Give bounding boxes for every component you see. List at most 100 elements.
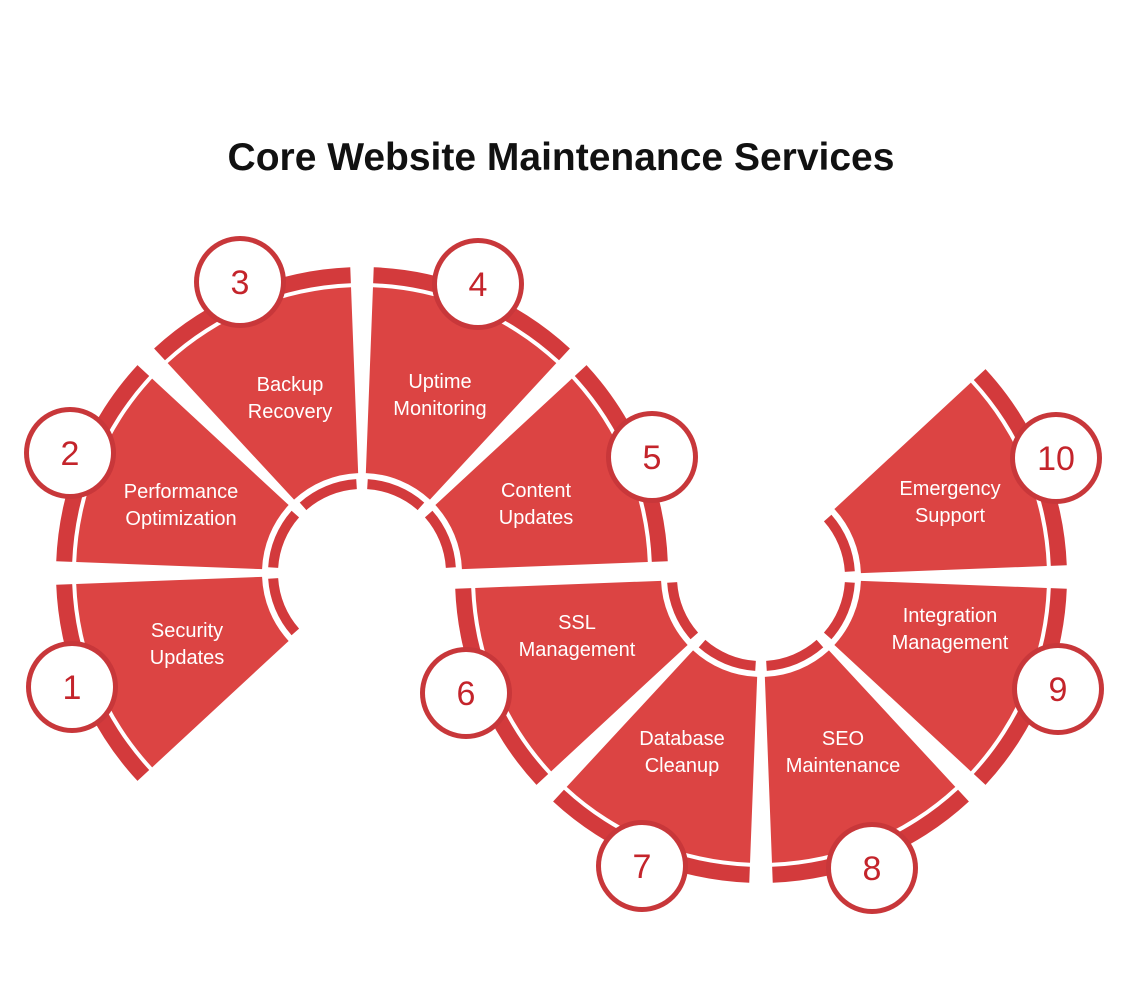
segment-label-line: Database	[639, 728, 725, 750]
badge-disc	[1015, 417, 1097, 499]
segment-label-line: Uptime	[408, 371, 471, 393]
segment-wedge-8	[764, 650, 956, 863]
segment-rim-1	[56, 584, 150, 781]
badge-number: 4	[469, 266, 488, 304]
segment-label-line: Management	[892, 632, 1009, 654]
segment-label-line: Cleanup	[645, 755, 720, 777]
number-badge-9: 9	[1012, 643, 1104, 735]
segment-rim-8	[772, 789, 969, 883]
number-badge-1: 1	[26, 641, 118, 733]
segment-label-8: SEO Maintenance	[786, 728, 901, 777]
segment-label-line: Content	[501, 480, 571, 502]
segment-label-line: Recovery	[248, 401, 332, 423]
segment-rim-7	[553, 789, 750, 883]
segment-rim-3	[154, 267, 351, 361]
segment-label-line: Monitoring	[393, 398, 486, 420]
segment-label-line: Optimization	[125, 508, 236, 530]
segment-4	[365, 267, 570, 511]
number-badge-5: 5	[606, 411, 698, 503]
segment-rim-2	[56, 365, 150, 562]
badge-number: 1	[63, 669, 82, 707]
segment-rim-4	[373, 267, 570, 361]
number-badge-4: 4	[432, 238, 524, 330]
segment-label-line: Integration	[903, 605, 998, 627]
badge-number: 10	[1037, 440, 1075, 478]
segment-inner-rim-5	[424, 510, 456, 568]
segment-6	[455, 580, 699, 785]
segment-wedge-5	[435, 378, 648, 570]
segment-inner-rim-1	[268, 578, 300, 636]
badge-disc	[601, 825, 683, 907]
badge-number: 2	[61, 435, 80, 473]
segments-layer	[56, 267, 1067, 883]
badge-disc	[1017, 648, 1099, 730]
segment-wedge-4	[365, 287, 557, 500]
number-badge-2: 2	[24, 407, 116, 499]
badge-number: 7	[633, 848, 652, 886]
badge-number: 5	[643, 439, 662, 477]
badge-disc	[611, 416, 693, 498]
segment-7	[553, 639, 758, 883]
number-badge-8: 8	[826, 822, 918, 914]
segment-rim-10	[973, 369, 1067, 566]
segment-wedge-6	[475, 580, 688, 772]
segment-rim-9	[973, 588, 1067, 785]
badge-number: 8	[863, 850, 882, 888]
segment-label-line: Support	[915, 505, 985, 527]
segment-inner-rim-6	[667, 582, 699, 640]
segment-label-line: Updates	[150, 647, 225, 669]
number-badge-7: 7	[596, 820, 688, 912]
segment-label-line: Management	[519, 639, 636, 661]
segment-inner-rim-7	[698, 639, 756, 671]
segment-label-line: Security	[151, 620, 223, 642]
segment-inner-rim-3	[299, 479, 357, 511]
segment-label-line: SSL	[558, 612, 596, 634]
badge-number: 3	[231, 264, 250, 302]
segment-inner-rim-4	[367, 479, 425, 511]
segment-wedge-9	[834, 580, 1047, 772]
segment-wedge-2	[76, 378, 289, 570]
badge-disc	[831, 827, 913, 909]
segment-inner-rim-8	[766, 639, 824, 671]
segment-label-line: Updates	[499, 507, 574, 529]
badge-number: 6	[457, 675, 476, 713]
segment-2	[56, 365, 300, 570]
badge-disc	[199, 241, 281, 323]
segment-10	[823, 369, 1067, 574]
badge-disc	[31, 646, 113, 728]
segment-3	[154, 267, 359, 511]
badges-layer: 1 2 3 4 5 6 7 8 9 10	[24, 236, 1104, 914]
segment-inner-rim-2	[268, 510, 300, 568]
badge-number: 9	[1049, 671, 1068, 709]
segment-inner-rim-10	[823, 514, 855, 572]
number-badge-10: 10	[1010, 412, 1102, 504]
badge-disc	[437, 243, 519, 325]
number-badge-6: 6	[420, 647, 512, 739]
segment-label-line: Performance	[124, 481, 239, 503]
segment-wedge-3	[167, 287, 359, 500]
segment-8	[764, 639, 969, 883]
badge-disc	[425, 652, 507, 734]
segment-5	[424, 365, 668, 570]
segment-9	[823, 580, 1067, 785]
segment-rim-6	[455, 588, 549, 785]
segment-label-line: SEO	[822, 728, 864, 750]
segment-wedge-1	[76, 576, 289, 768]
segment-inner-rim-9	[823, 582, 855, 640]
segment-wedge-10	[834, 382, 1047, 574]
segment-label-line: Maintenance	[786, 755, 901, 777]
segment-label-6: SSL Management	[519, 612, 636, 661]
badge-disc	[29, 412, 111, 494]
segment-label-line: Emergency	[899, 478, 1000, 500]
diagram-title: Core Website Maintenance Services	[227, 136, 895, 179]
